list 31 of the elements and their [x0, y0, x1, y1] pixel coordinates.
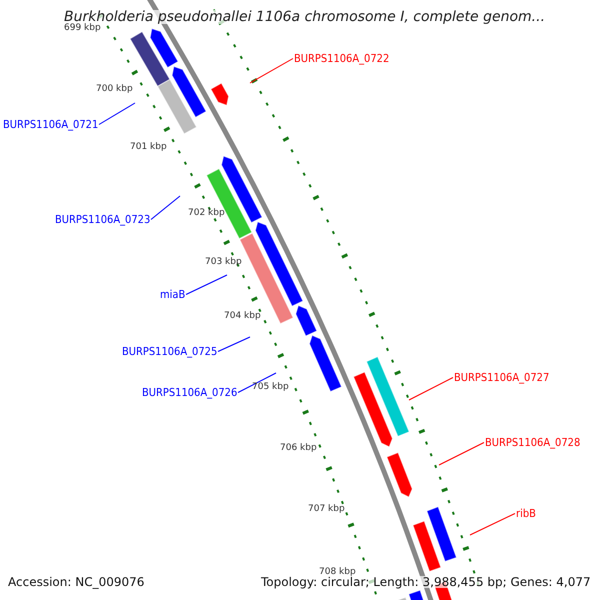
footer-note: Accession: NC_009076 — [8, 576, 144, 588]
gene-label: BURPS1106A_0727 — [454, 372, 550, 383]
gene-label: BURPS1106A_0723 — [55, 214, 150, 225]
gene-label: BURPS1106A_0726 — [142, 387, 238, 398]
tick-label: 699 kbp — [64, 24, 101, 33]
gene-label: BURPS1106A_0728 — [485, 437, 580, 448]
tick-label: 708 kbp — [319, 568, 356, 577]
leader-line — [98, 102, 136, 125]
leader-line — [150, 196, 180, 220]
tick-label: 702 kbp — [188, 209, 225, 218]
gene-label: BURPS1106A_0721 — [3, 119, 98, 130]
tick-label: 704 kbp — [224, 312, 261, 321]
title: Burkholderia pseudomallei 1106a chromosome I, complete genom... — [64, 10, 546, 24]
leader-line — [218, 336, 250, 352]
tick-label: 707 kbp — [308, 505, 345, 514]
tick-label: 701 kbp — [130, 143, 167, 152]
tick-label: 703 kbp — [205, 258, 242, 267]
tick-label: 705 kbp — [252, 383, 289, 392]
gene-label: BURPS1106A_0725 — [122, 346, 218, 357]
gene-label: ribB — [516, 508, 536, 519]
gene-label: BURPS1106A_0722 — [294, 53, 390, 64]
leader-line — [438, 442, 484, 466]
leader-line — [470, 513, 516, 536]
tick-label: 706 kbp — [280, 444, 317, 453]
leader-line — [186, 274, 228, 295]
leader-line — [250, 58, 294, 84]
tick-label: 700 kbp — [96, 85, 133, 94]
gene-label: miaB — [160, 289, 186, 300]
footer-note: Topology: circular; Length: 3,988,455 bp; Genes: 4,077 — [261, 576, 591, 588]
leader-line — [238, 372, 276, 393]
leader-line — [408, 377, 454, 400]
